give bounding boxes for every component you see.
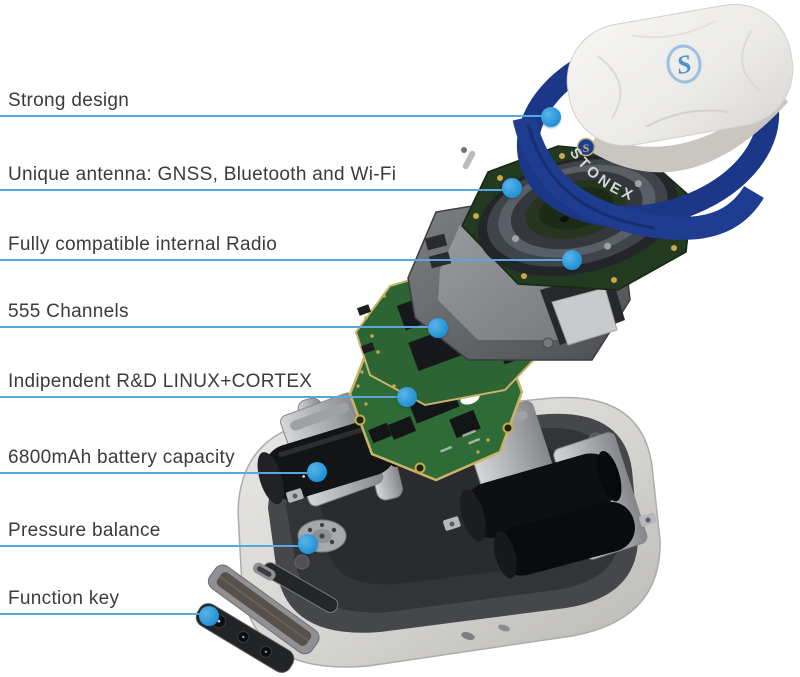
- battery-cell: [493, 501, 635, 579]
- stonex-medallion-icon: S: [576, 137, 596, 157]
- stonex-logo-icon: S: [666, 44, 702, 84]
- battery-cell: [460, 450, 622, 542]
- svg-text:S: S: [583, 141, 590, 155]
- callout-line: [0, 396, 407, 398]
- callout-line: [0, 326, 438, 328]
- callout-label: Strong design: [8, 90, 130, 111]
- callout-dot: [199, 606, 219, 626]
- callout-label: 555 Channels: [8, 301, 129, 322]
- callout-label: Unique antenna: GNSS, Bluetooth and Wi-F…: [8, 164, 397, 185]
- top-cover: S: [566, 3, 794, 173]
- callout-label: Indipendent R&D LINUX+CORTEX: [8, 371, 313, 392]
- dome-skirt: [588, 88, 788, 173]
- callout-label: Function key: [8, 588, 120, 609]
- callout-dot: [562, 250, 582, 270]
- callout-label: Fully compatible internal Radio: [8, 234, 278, 255]
- callout-line: [0, 259, 572, 261]
- function-key: [195, 564, 320, 673]
- callout-line: [0, 545, 308, 547]
- callout-dot: [541, 107, 561, 127]
- function-key-cover: [207, 564, 320, 655]
- callout-line: [0, 613, 209, 615]
- callout-line: [0, 115, 551, 117]
- callout-dot: [397, 387, 417, 407]
- function-key-buttons: [195, 603, 295, 673]
- svg-text:S: S: [674, 49, 693, 80]
- callout-line: [0, 189, 512, 191]
- callout-dot: [307, 462, 327, 482]
- callout-dot: [428, 318, 448, 338]
- callout-label: Pressure balance: [8, 520, 161, 541]
- antenna-pin: [461, 147, 476, 170]
- callout-dot: [502, 178, 522, 198]
- callout-dot: [298, 534, 318, 554]
- callout-line: [0, 472, 317, 474]
- callout-label: 6800mAh battery capacity: [8, 447, 235, 468]
